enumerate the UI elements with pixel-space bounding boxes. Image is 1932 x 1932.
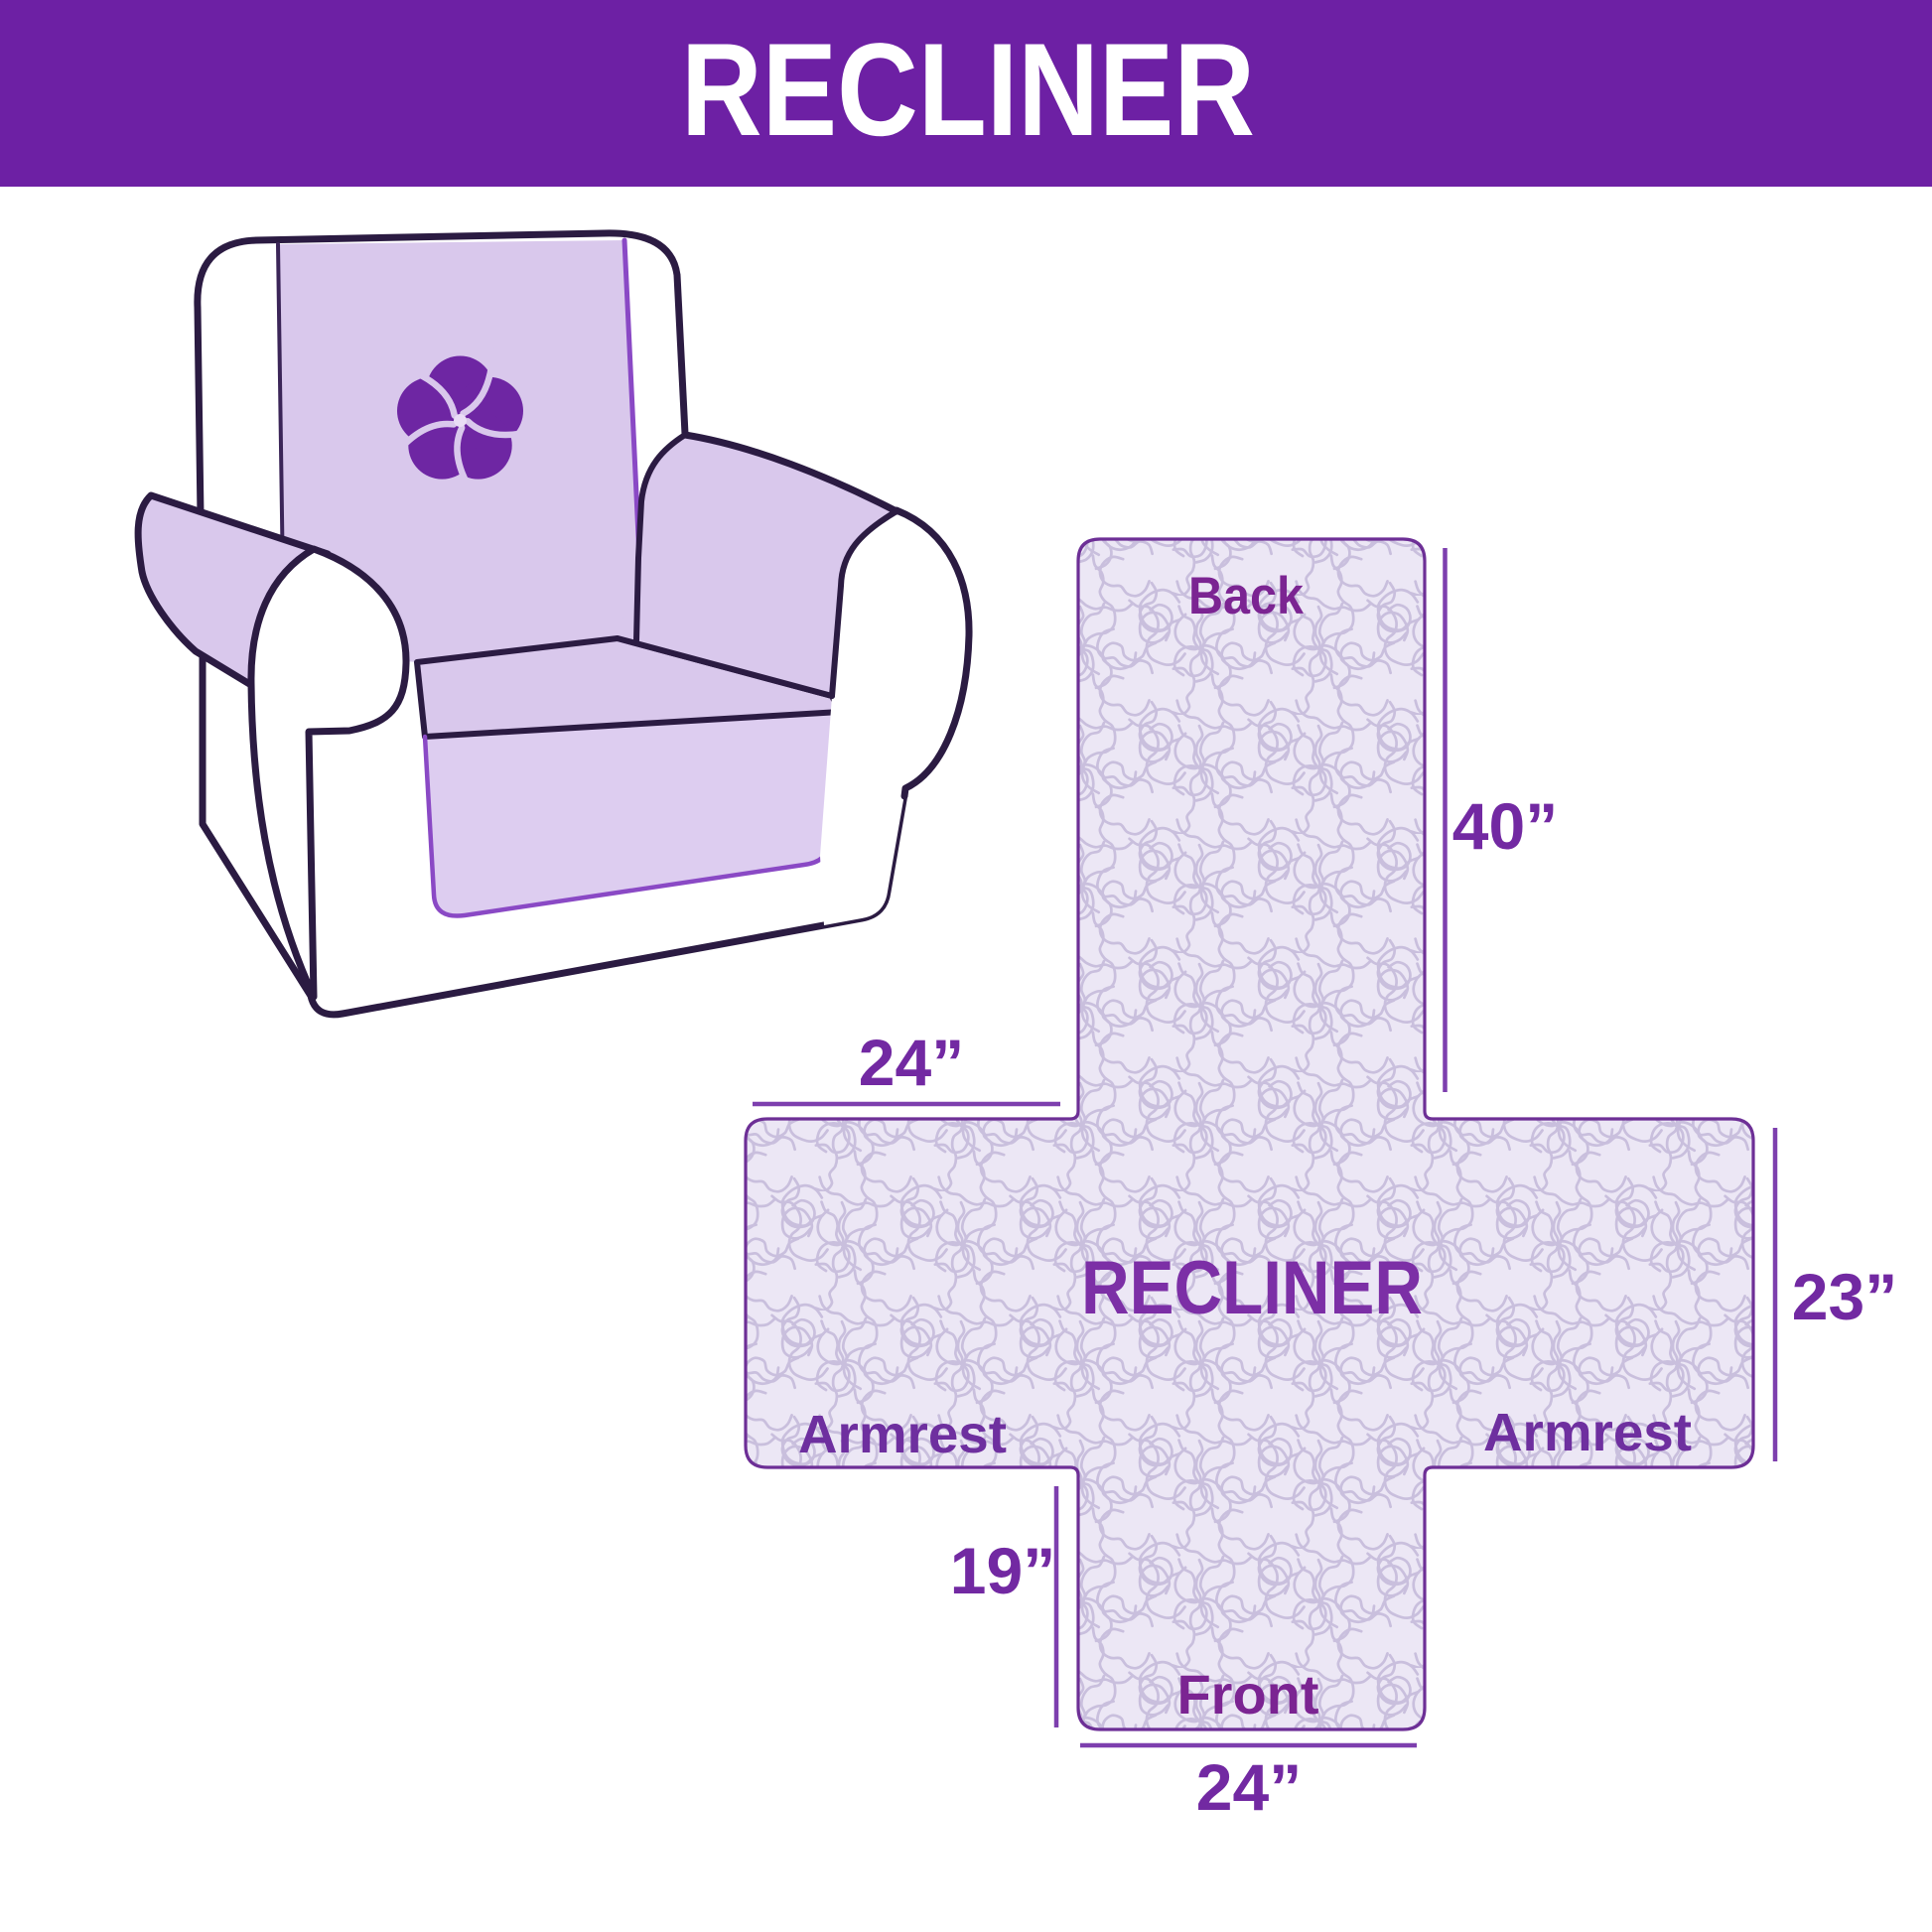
svg-text:24”: 24”	[859, 1026, 964, 1099]
svg-text:Armrest: Armrest	[798, 1405, 1007, 1464]
svg-text:24”: 24”	[1196, 1750, 1302, 1824]
svg-text:RECLINER: RECLINER	[1081, 1246, 1423, 1330]
svg-text:40”: 40”	[1452, 789, 1558, 863]
svg-text:23”: 23”	[1792, 1260, 1897, 1333]
svg-text:Armrest: Armrest	[1483, 1403, 1692, 1462]
svg-text:19”: 19”	[950, 1534, 1055, 1607]
svg-text:Back: Back	[1188, 567, 1304, 625]
svg-text:Front: Front	[1176, 1663, 1318, 1725]
svg-text:RECLINER: RECLINER	[681, 17, 1255, 164]
